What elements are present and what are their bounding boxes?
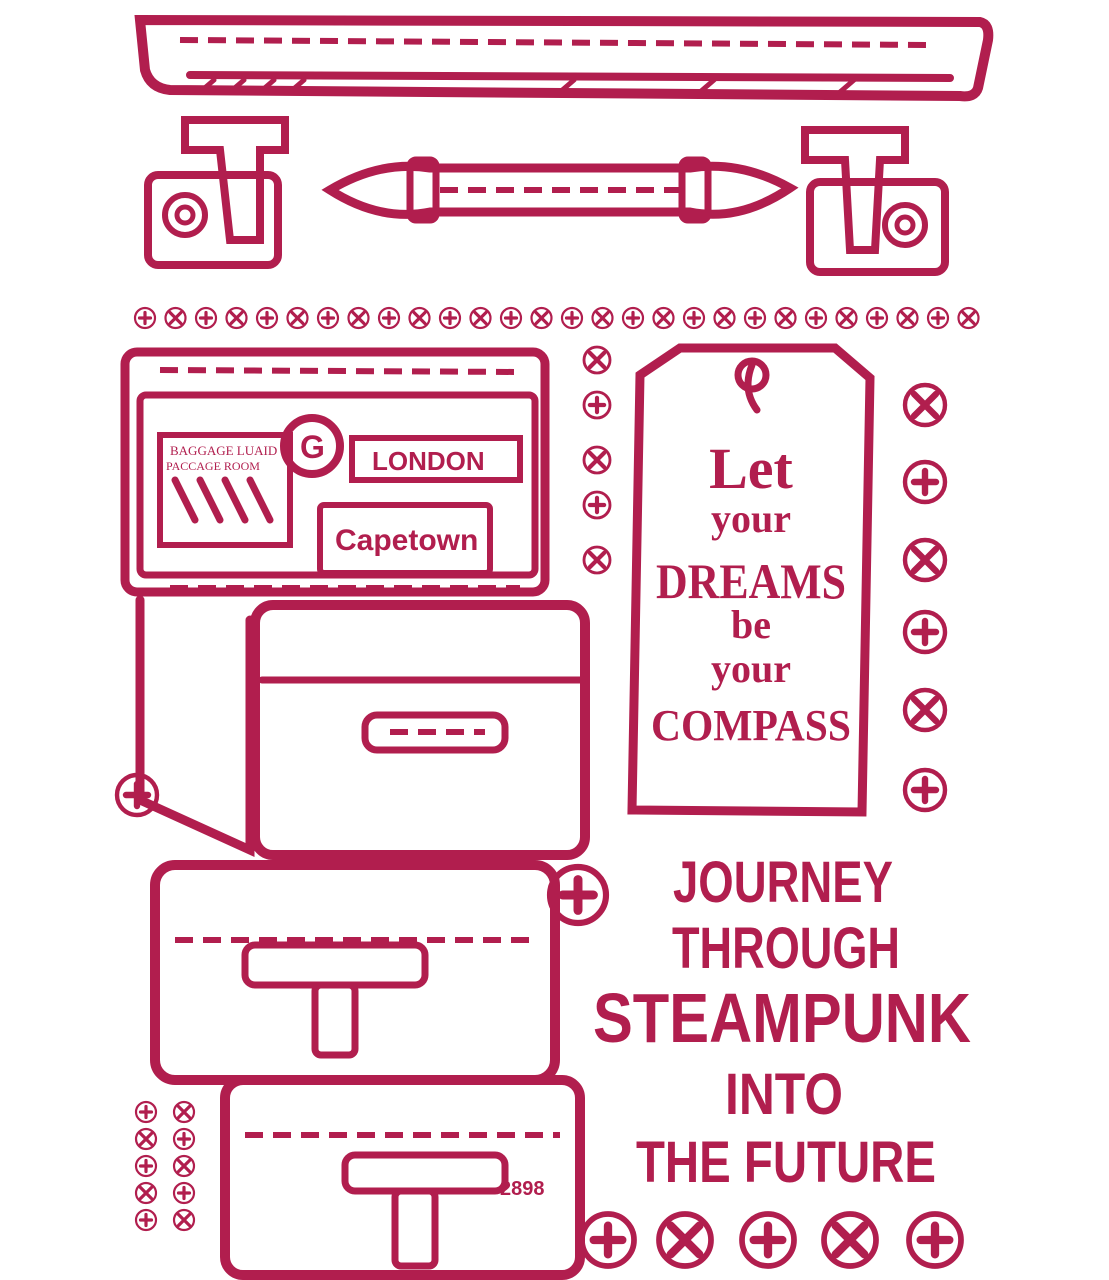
rivet-cross-icon [957, 306, 980, 330]
rivet-cross-icon [902, 382, 948, 428]
right-clasp [801, 126, 949, 276]
rivet-cross-icon [172, 1208, 196, 1232]
rivet-plus-icon [134, 1154, 158, 1178]
tag-line-4: be [731, 602, 771, 647]
rivet-cross-icon [408, 306, 431, 330]
g-seal: G [280, 414, 344, 478]
rivet-plus-icon [134, 1208, 158, 1232]
label-london: LONDON [372, 446, 485, 476]
rivet-plus-icon [438, 306, 462, 330]
rivet-cross-icon [530, 306, 553, 330]
rivet-plus-icon [133, 306, 157, 330]
suitcase-number: 2898 [500, 1178, 545, 1200]
rivet-cross-icon [713, 306, 736, 330]
rivet-cross-icon [172, 1100, 196, 1124]
slogan-line-2: THROUGH [672, 916, 900, 981]
rivet-plus-icon [255, 306, 279, 330]
luggage-tag: Let your DREAMS be your COMPASS [627, 343, 875, 817]
rivet-cross-icon [774, 306, 797, 330]
lower-case-2: 2898 [220, 1075, 585, 1280]
left-clasp [144, 116, 289, 269]
rivet-cross-icon [286, 306, 309, 330]
rivet-cross-icon [582, 345, 612, 375]
slogan-line-5: THE FUTURE [636, 1130, 936, 1195]
rivet-cross-icon [821, 1211, 879, 1269]
label-g: G [300, 429, 325, 465]
rivet-row [133, 306, 980, 330]
middle-trunk [135, 595, 590, 860]
rivet-cross-icon [347, 306, 370, 330]
rivet-cross-icon [164, 306, 187, 330]
loose-rivets [114, 345, 964, 1269]
rivet-plus-icon [902, 609, 948, 655]
tag-line-3: DREAMS [656, 553, 846, 609]
capetown-label: Capetown [317, 502, 493, 576]
rivet-plus-icon [582, 390, 612, 420]
label-baggage-line2: PACCAGE ROOM [166, 459, 260, 473]
rivet-plus-icon [377, 306, 401, 330]
tag-line-1: Let [709, 436, 793, 501]
rivet-cross-icon [582, 445, 612, 475]
rivet-plus-icon [739, 1211, 797, 1269]
rivet-cross-icon [469, 306, 492, 330]
label-capetown: Capetown [335, 524, 478, 557]
rivet-plus-icon [316, 306, 340, 330]
rivet-plus-icon [902, 767, 948, 813]
rivet-cross-icon [652, 306, 675, 330]
rivet-cross-icon [835, 306, 858, 330]
london-label: LONDON [349, 435, 523, 483]
rivet-plus-icon [865, 306, 889, 330]
rivet-cross-icon [172, 1154, 196, 1178]
rivet-cross-icon [582, 545, 612, 575]
rivet-plus-icon [804, 306, 828, 330]
tag-line-2: your [711, 496, 791, 541]
slogan-line-4: INTO [725, 1062, 843, 1127]
slogan-line-3: STEAMPUNK [593, 979, 971, 1057]
rivet-plus-icon [621, 306, 645, 330]
rivet-cross-icon [656, 1211, 714, 1269]
rivet-cross-icon [896, 306, 919, 330]
rivet-plus-icon [579, 1211, 637, 1269]
rivet-plus-icon [499, 306, 523, 330]
rivet-cross-icon [225, 306, 248, 330]
rivet-cross-icon [134, 1127, 158, 1151]
rivet-plus-icon [902, 459, 948, 505]
tag-line-5: your [711, 646, 791, 691]
rivet-cross-icon [902, 537, 948, 583]
rivet-plus-icon [906, 1211, 964, 1269]
label-baggage-line1: BAGGAGE LUAID [170, 443, 277, 458]
handle [321, 156, 799, 224]
rivet-plus-icon [134, 1100, 158, 1124]
tag-line-6: COMPASS [651, 701, 851, 750]
rivet-plus-icon [114, 772, 160, 818]
slogan-line-1: JOURNEY [673, 850, 893, 915]
rivet-plus-icon [926, 306, 950, 330]
slogan: JOURNEY THROUGH STEAMPUNK INTO THE FUTUR… [593, 850, 971, 1195]
rivet-plus-icon [172, 1127, 196, 1151]
rivet-plus-icon [560, 306, 584, 330]
top-strap [134, 14, 994, 102]
rivet-plus-icon [194, 306, 218, 330]
rivet-plus-icon [682, 306, 706, 330]
rivet-cross-icon [591, 306, 614, 330]
rivet-cross-icon [134, 1181, 158, 1205]
lower-case-1 [150, 860, 560, 1085]
rivet-plus-icon [172, 1181, 196, 1205]
rivet-plus-icon [582, 490, 612, 520]
baggage-label: BAGGAGE LUAID PACCAGE ROOM [157, 432, 293, 548]
rivet-cross-icon [902, 687, 948, 733]
rivet-plus-icon [546, 863, 610, 927]
rivet-plus-icon [743, 306, 767, 330]
